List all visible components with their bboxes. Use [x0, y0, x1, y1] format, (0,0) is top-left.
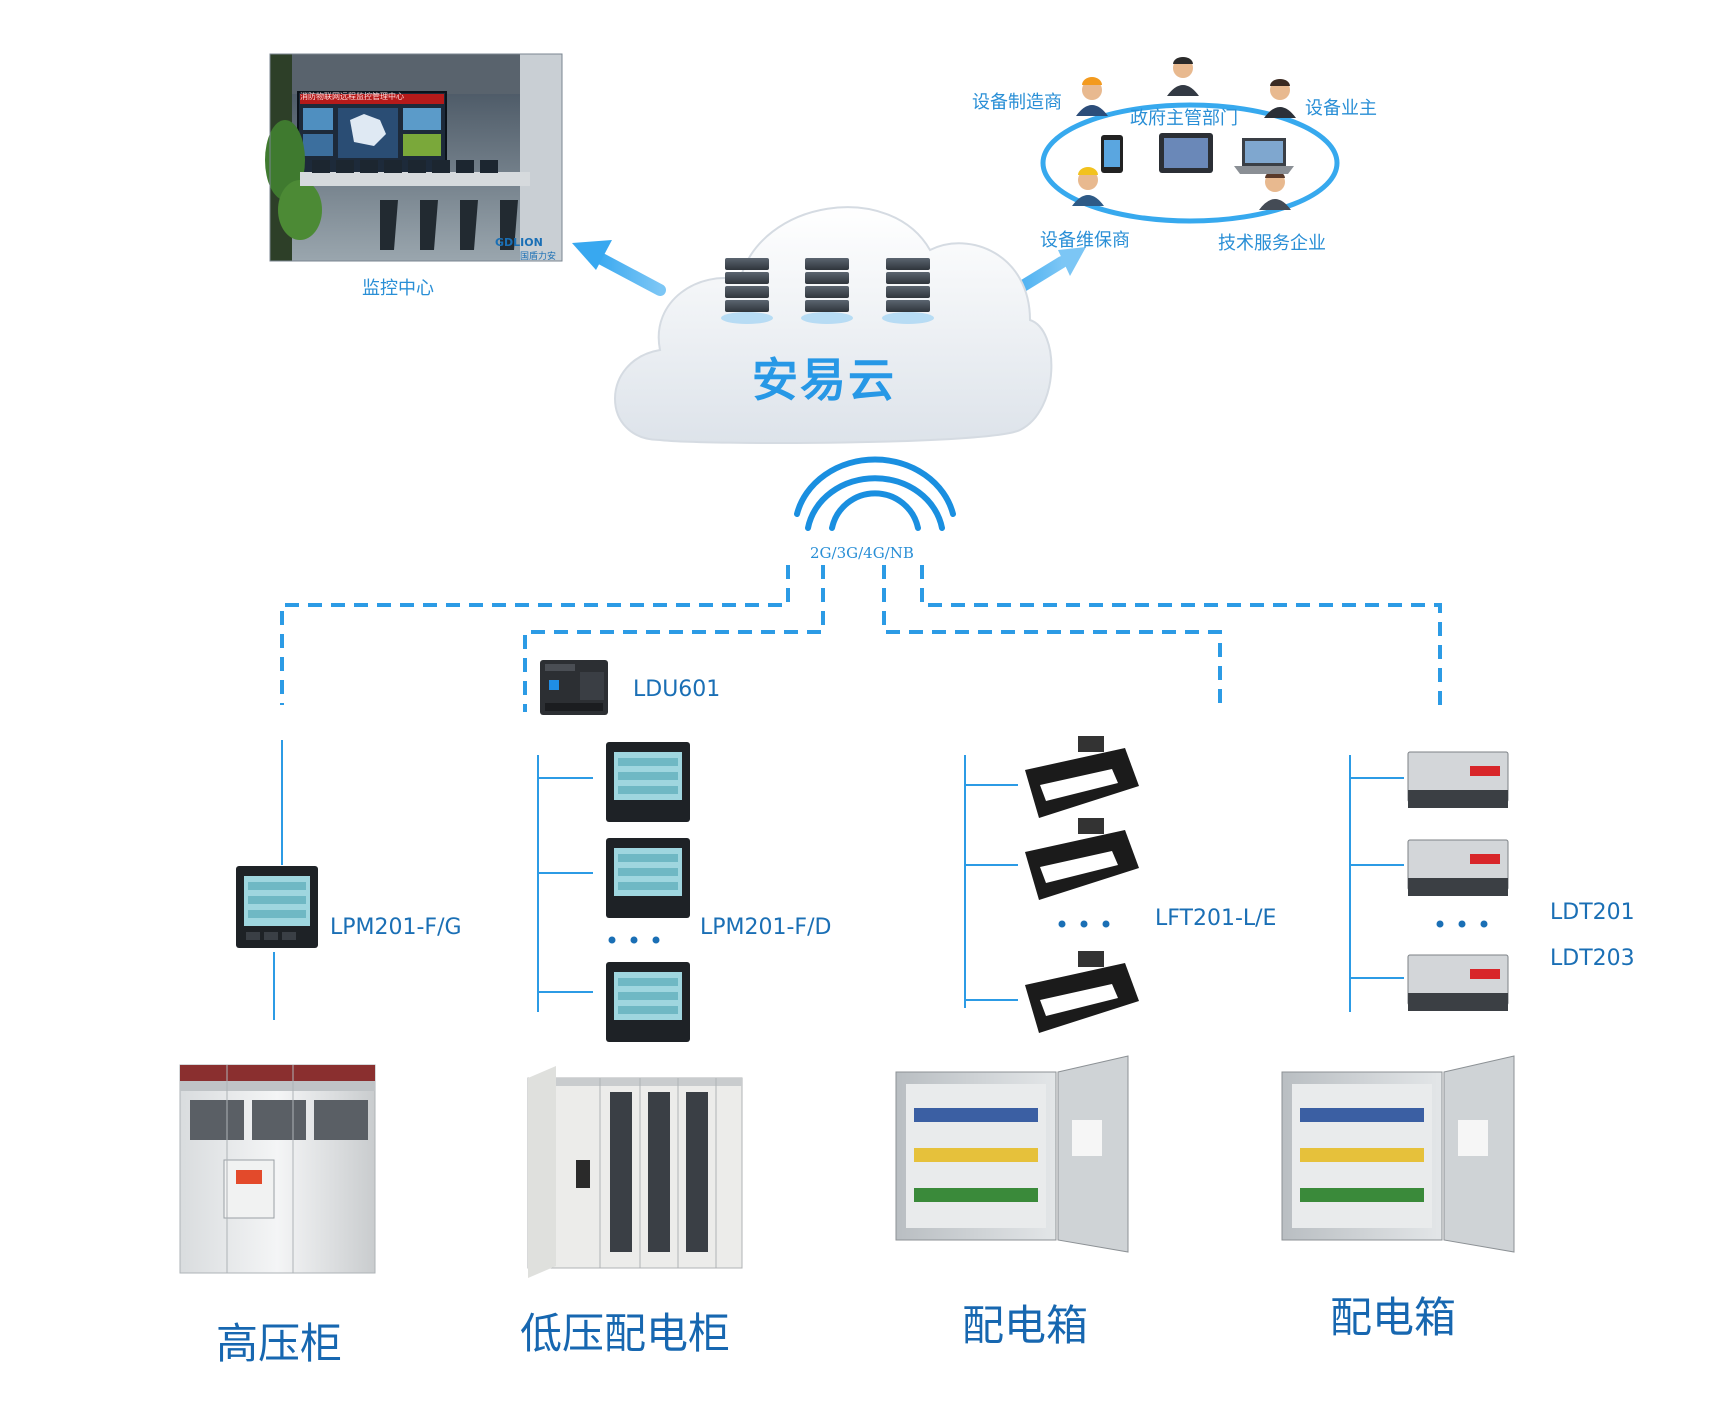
monitor-brand-logo: GDLION: [495, 236, 543, 249]
label-lpm-g: LPM201-F/G: [330, 915, 462, 940]
network-links: [280, 565, 1442, 712]
ldu601-device-icon: [540, 660, 608, 715]
arrow-to-monitor: [572, 240, 666, 296]
tablet-icon: [1159, 133, 1213, 173]
ellipsis-ldt: [1436, 920, 1488, 928]
laptop-icon: [1234, 138, 1294, 174]
person-owner-icon: [1264, 79, 1296, 118]
server-group: [721, 258, 934, 324]
low-voltage-cabinet-image: [527, 1066, 743, 1278]
label-ldt201: LDT201: [1550, 900, 1635, 925]
phone-icon: [1101, 135, 1123, 173]
label-ldu601: LDU601: [633, 677, 721, 702]
label-distribution-box-2: 配电箱: [1330, 1293, 1457, 1342]
sensor-lft-1-icon: [1025, 736, 1139, 818]
feed-lines: [273, 740, 1404, 1020]
person-government-icon: [1167, 57, 1199, 96]
label-ldt203: LDT203: [1550, 946, 1635, 971]
label-manufacturer: 设备制造商: [972, 92, 1062, 113]
sensor-lft-3-icon: [1025, 951, 1139, 1033]
meter-lpm-d-2-icon: [606, 838, 690, 918]
distribution-box-2-image: [1281, 1055, 1515, 1253]
label-lft: LFT201-L/E: [1155, 906, 1277, 931]
monitor-screen-title: 消防物联网远程监控管理中心: [300, 92, 404, 101]
wireless-label: 2G/3G/4G/NB: [810, 544, 914, 562]
cloud-title: 安易云: [752, 353, 896, 407]
distribution-box-1-image: [895, 1055, 1129, 1253]
monitor-brand-cn: 国盾力安: [520, 252, 557, 262]
detector-ldt-1-icon: [1407, 751, 1509, 808]
label-high-voltage-cabinet: 高压柜: [216, 1319, 343, 1368]
cloud-shape: [614, 206, 1053, 444]
person-tech-service-icon: [1259, 171, 1291, 210]
high-voltage-cabinet-image: [179, 1064, 376, 1274]
label-lpm-d: LPM201-F/D: [700, 915, 832, 940]
label-distribution-box-1: 配电箱: [962, 1301, 1089, 1350]
label-government: 政府主管部门: [1130, 108, 1238, 129]
monitor-center-label: 监控中心: [362, 278, 434, 299]
meter-lpm-d-1-icon: [606, 742, 690, 822]
person-maintainer-icon: [1072, 167, 1104, 206]
detector-ldt-2-icon: [1407, 839, 1509, 896]
stakeholder-ring: [1040, 102, 1340, 224]
meter-lpm-d-3-icon: [606, 962, 690, 1042]
label-tech-service: 技术服务企业: [1218, 233, 1326, 254]
detector-ldt-3-icon: [1407, 954, 1509, 1011]
person-manufacturer-icon: [1076, 77, 1108, 116]
monitor-center-photo: [265, 53, 563, 262]
ellipsis-lpm-d: [608, 936, 660, 944]
label-maintainer: 设备维保商: [1040, 230, 1130, 251]
wireless-signal-icon: [794, 456, 956, 531]
meter-lpm-g-icon: [236, 866, 318, 948]
label-owner: 设备业主: [1305, 98, 1377, 119]
sensor-lft-2-icon: [1025, 818, 1139, 900]
label-low-voltage-cabinet: 低压配电柜: [520, 1309, 731, 1358]
ellipsis-lft: [1058, 920, 1110, 928]
